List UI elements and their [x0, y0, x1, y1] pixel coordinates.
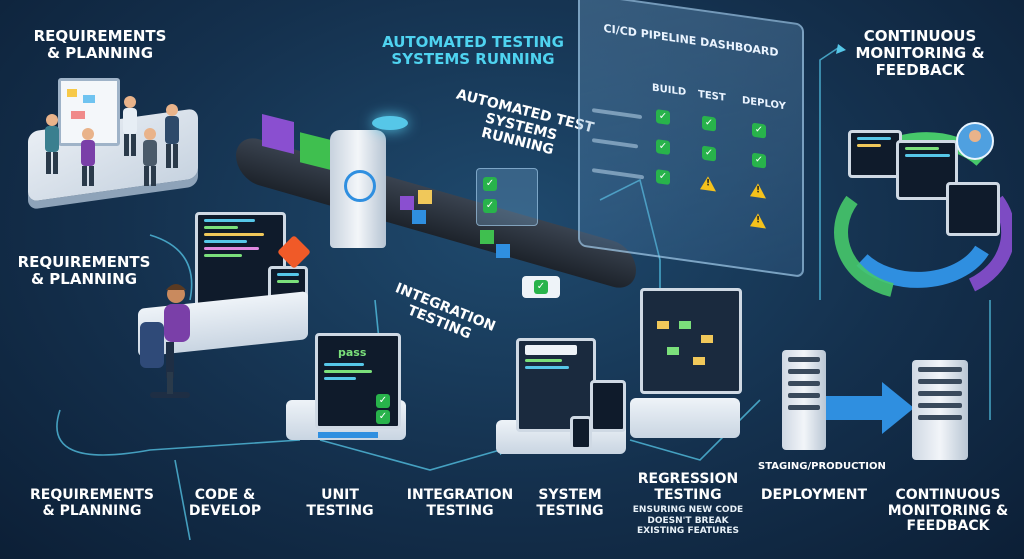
stage-deployment: DEPLOYMENT — [760, 487, 868, 503]
stage-system-testing: SYSTEM TESTING — [536, 487, 604, 519]
block-icon — [400, 196, 414, 210]
analytics-monitor — [848, 130, 902, 178]
checkmark-icon: ✓ — [702, 115, 716, 132]
stage-monitoring: CONTINUOUS MONITORING & FEEDBACK — [887, 487, 1009, 535]
regression-base — [630, 398, 740, 438]
testing-gate — [330, 130, 386, 248]
stage-regression: REGRESSION TESTING ENSURING NEW CODE DOE… — [626, 471, 750, 537]
gauge-monitor — [946, 182, 1000, 236]
checkmark-icon: ✓ — [483, 177, 497, 191]
top-left-title: REQUIREMENTS & PLANNING — [33, 27, 167, 62]
test-popup-panel: ✓ ✓ — [476, 168, 538, 226]
block-icon — [412, 210, 426, 224]
requirements-mid-label: REQUIREMENTS & PLANNING — [17, 253, 151, 288]
warning-icon: ! — [750, 212, 766, 229]
pass-tile: ✓ — [522, 276, 560, 298]
stage-regression-label: REGRESSION TESTING — [637, 471, 739, 503]
staging-label: STAGING/PRODUCTION — [758, 461, 886, 472]
col-deploy: DEPLOY — [742, 95, 786, 113]
stage-regression-sub: ENSURING NEW CODE DOESN'T BREAK EXISTING… — [632, 505, 744, 537]
checkmark-icon: ✓ — [483, 199, 497, 213]
checkmark-icon: ✓ — [752, 152, 766, 169]
checkmark-icon: ✓ — [656, 169, 670, 186]
regression-monitor — [640, 288, 742, 394]
dashboard-title: CI/CD PIPELINE DASHBOARD — [603, 21, 779, 60]
cicd-dashboard: CI/CD PIPELINE DASHBOARD BUILD TEST DEPL… — [578, 0, 804, 278]
stage-requirements: REQUIREMENTS & PLANNING — [29, 487, 154, 519]
checkmark-icon: ✓ — [376, 394, 390, 408]
warning-icon: ! — [750, 182, 766, 199]
checkmark-icon: ✓ — [656, 139, 670, 156]
stage-integration-testing: INTEGRATION TESTING — [406, 487, 514, 519]
warning-icon: ! — [700, 175, 716, 192]
block-icon — [418, 190, 432, 204]
developer-icon — [140, 284, 190, 398]
unit-pass-text: pass — [338, 346, 367, 359]
checkmark-icon: ✓ — [702, 145, 716, 162]
phone-icon — [570, 416, 592, 450]
block-icon — [480, 230, 494, 244]
unit-arrow-icon — [318, 432, 378, 438]
scanner-light — [372, 116, 408, 130]
team-people-icon — [45, 96, 179, 186]
checkmark-icon: ✓ — [656, 109, 670, 126]
checkmark-icon: ✓ — [534, 280, 548, 294]
server-rack-icon — [912, 360, 968, 460]
top-right-title: CONTINUOUS MONITORING & FEEDBACK — [855, 27, 985, 79]
block-icon — [496, 244, 510, 258]
deploy-arrow-icon — [826, 382, 914, 434]
checkmark-icon: ✓ — [376, 410, 390, 424]
stage-unit-testing: UNIT TESTING — [306, 487, 374, 519]
col-build: BUILD — [652, 82, 687, 99]
server-rack-icon — [782, 350, 826, 450]
unit-test-monitor: pass ✓ ✓ — [315, 333, 401, 429]
tablet-icon — [590, 380, 626, 432]
col-test: TEST — [698, 88, 726, 104]
checkmark-icon: ✓ — [752, 122, 766, 139]
automated-testing-title: AUTOMATED TESTING SYSTEMS RUNNING — [382, 33, 564, 68]
stage-code-develop: CODE & DEVELOP — [188, 487, 262, 519]
user-avatar-icon — [956, 122, 994, 160]
